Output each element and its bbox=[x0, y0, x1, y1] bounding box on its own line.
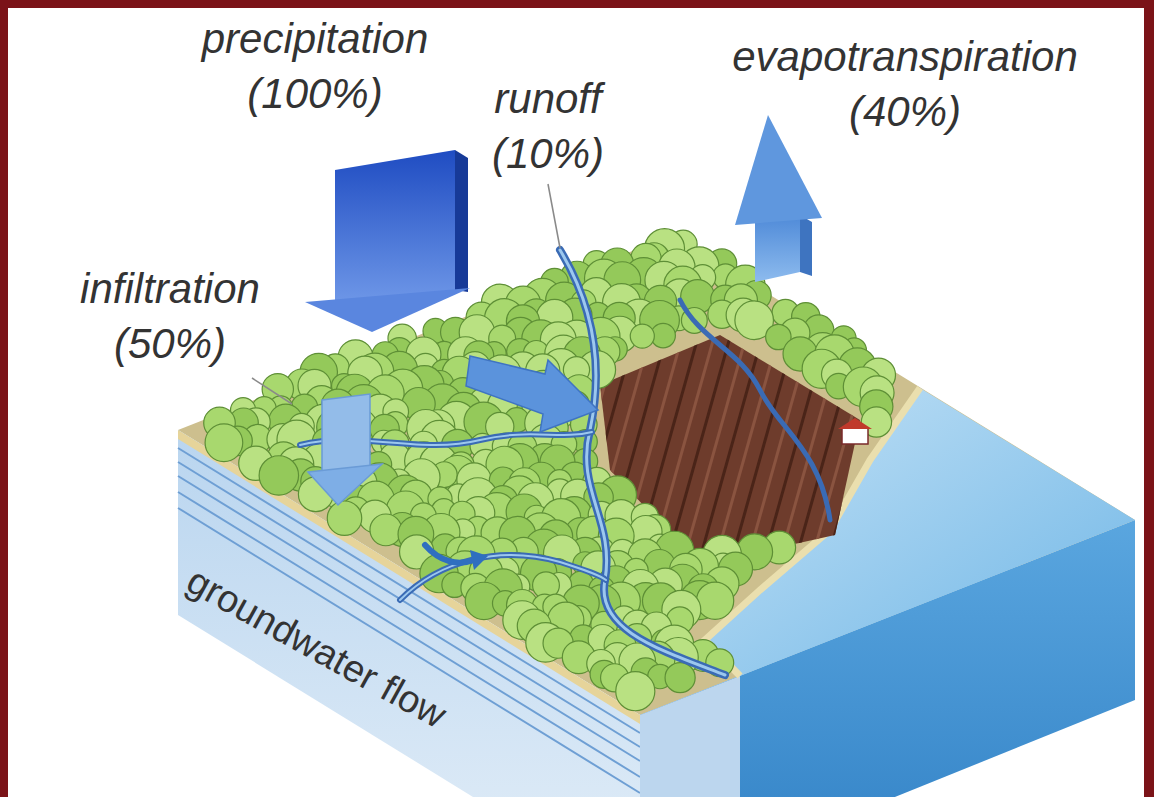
process-label: runoff (10%) bbox=[468, 72, 628, 181]
river bbox=[680, 300, 830, 520]
river bbox=[560, 250, 725, 675]
arrow-shaft bbox=[335, 150, 455, 305]
tree-crown bbox=[259, 456, 298, 495]
process-label: infiltration (50%) bbox=[48, 262, 292, 371]
arrow-shaft bbox=[322, 394, 370, 475]
farm-house bbox=[838, 418, 872, 444]
river bbox=[560, 250, 725, 675]
arrow-head bbox=[305, 288, 470, 332]
river bbox=[400, 555, 606, 600]
soil-face bbox=[178, 430, 640, 797]
leader-line bbox=[548, 184, 560, 248]
tree-crown bbox=[665, 663, 695, 693]
house-wall bbox=[842, 428, 868, 444]
tree-crown bbox=[630, 324, 654, 348]
house-roof bbox=[838, 418, 872, 429]
arrow-head bbox=[470, 550, 488, 570]
arrow-shaft bbox=[755, 215, 800, 282]
arrow-head bbox=[308, 464, 382, 505]
stratum-line bbox=[178, 476, 640, 761]
groundwater-arrow bbox=[425, 545, 488, 570]
flow-label: groundwater flow bbox=[180, 560, 453, 737]
tree-crown bbox=[327, 501, 361, 535]
arrow-side bbox=[455, 150, 468, 292]
rivers bbox=[300, 250, 830, 675]
stratum-line bbox=[178, 462, 640, 747]
tree-crown bbox=[370, 514, 402, 546]
tree-crown bbox=[616, 672, 655, 711]
infiltration-arrow bbox=[308, 394, 382, 505]
soil-strata bbox=[178, 448, 640, 793]
stratum-line bbox=[178, 492, 640, 777]
runoff-arrow bbox=[466, 356, 598, 432]
field-furrows bbox=[470, 330, 908, 580]
tree-crown bbox=[696, 582, 733, 619]
process-label: precipitation (100%) bbox=[170, 12, 460, 121]
precipitation-arrow bbox=[305, 150, 470, 332]
arrow-head bbox=[735, 115, 822, 225]
arrow-shaft bbox=[425, 545, 474, 563]
leader-line bbox=[252, 378, 292, 404]
process-label: evapotranspiration (40%) bbox=[690, 30, 1120, 139]
arrow-side bbox=[800, 215, 812, 276]
river bbox=[400, 555, 606, 600]
evapotranspiration-arrow bbox=[735, 115, 822, 282]
tree-crown bbox=[205, 424, 243, 462]
stratum-line bbox=[178, 508, 640, 793]
